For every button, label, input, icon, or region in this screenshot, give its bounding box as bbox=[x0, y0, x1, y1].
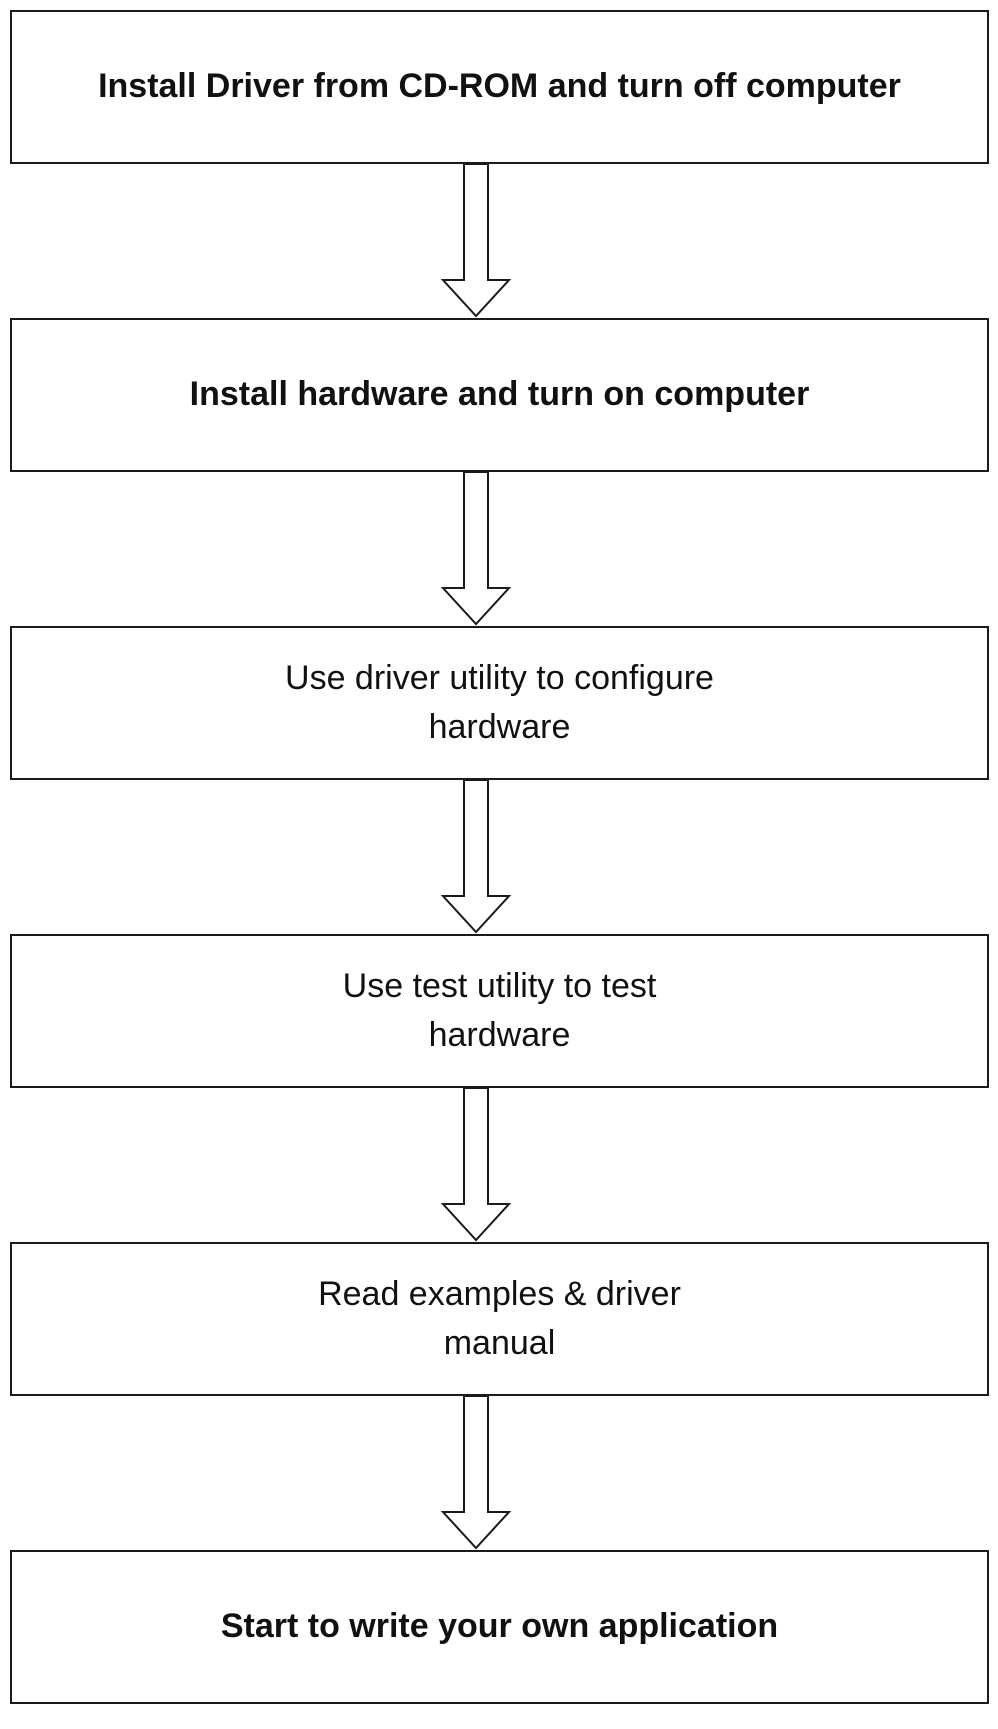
down-arrow-icon bbox=[440, 1395, 512, 1550]
down-arrow-icon bbox=[440, 163, 512, 318]
step-box-1: Install Driver from CD-ROM and turn off … bbox=[10, 10, 989, 164]
down-arrow-icon bbox=[440, 471, 512, 626]
step-label: Install hardware and turn on computer bbox=[189, 375, 810, 414]
down-arrow-icon bbox=[440, 779, 512, 934]
down-arrow-icon bbox=[440, 1395, 512, 1550]
step-box-4: Use test utility to test hardware bbox=[10, 934, 989, 1088]
step-label: Install Driver from CD-ROM and turn off … bbox=[98, 67, 901, 106]
step-box-5: Read examples & driver manual bbox=[10, 1242, 989, 1396]
step-label: Start to write your own application bbox=[220, 1607, 779, 1646]
step-label: Use test utility to test hardware bbox=[342, 966, 657, 1054]
step-label: Read examples & driver manual bbox=[318, 1274, 681, 1362]
down-arrow-icon bbox=[440, 1087, 512, 1242]
step-box-6: Start to write your own application bbox=[10, 1550, 989, 1704]
step-box-2: Install hardware and turn on computer bbox=[10, 318, 989, 472]
step-label: Use driver utility to configure hardware bbox=[285, 658, 714, 746]
down-arrow-icon bbox=[440, 163, 512, 318]
step-box-3: Use driver utility to configure hardware bbox=[10, 626, 989, 780]
down-arrow-icon bbox=[440, 779, 512, 934]
down-arrow-icon bbox=[440, 471, 512, 626]
down-arrow-icon bbox=[440, 1087, 512, 1242]
